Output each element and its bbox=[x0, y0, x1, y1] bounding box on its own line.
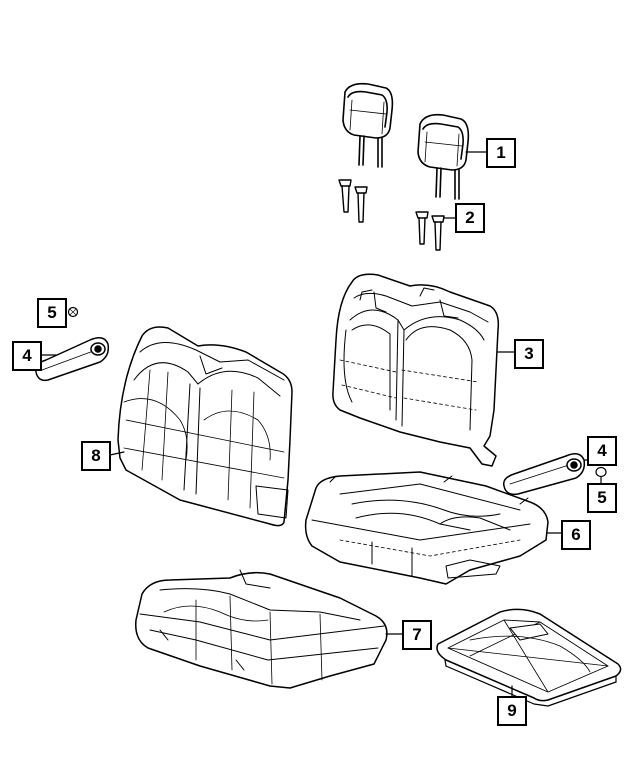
callout-2: 2 bbox=[455, 203, 485, 233]
seat-cushion-frame bbox=[306, 472, 548, 584]
seat-cushion-cover bbox=[136, 570, 387, 688]
head-restraint-guide-group-lower bbox=[416, 212, 444, 250]
callout-1: 1 bbox=[486, 138, 516, 168]
leader-8 bbox=[110, 452, 124, 455]
callout-3: 3 bbox=[514, 339, 544, 369]
callout-6: 6 bbox=[561, 520, 591, 550]
callout-4-right: 4 bbox=[587, 436, 617, 466]
seat-back-frame bbox=[333, 274, 498, 466]
cap-small-left bbox=[69, 308, 78, 317]
callout-5-right: 5 bbox=[587, 483, 617, 513]
seat-back-cover bbox=[118, 327, 292, 526]
head-restraint-guide-group-upper bbox=[339, 180, 367, 222]
armrest-left bbox=[36, 338, 109, 381]
callout-5-left: 5 bbox=[37, 298, 67, 328]
head-restraint-left bbox=[343, 84, 392, 167]
seat-pad-panel bbox=[437, 609, 621, 706]
callout-9: 9 bbox=[497, 696, 527, 726]
cap-small-right bbox=[596, 468, 606, 477]
callout-7: 7 bbox=[402, 620, 432, 650]
armrest-right bbox=[504, 454, 585, 495]
callout-4-left: 4 bbox=[12, 341, 42, 371]
callout-8: 8 bbox=[81, 441, 111, 471]
head-restraint-right bbox=[418, 115, 468, 199]
